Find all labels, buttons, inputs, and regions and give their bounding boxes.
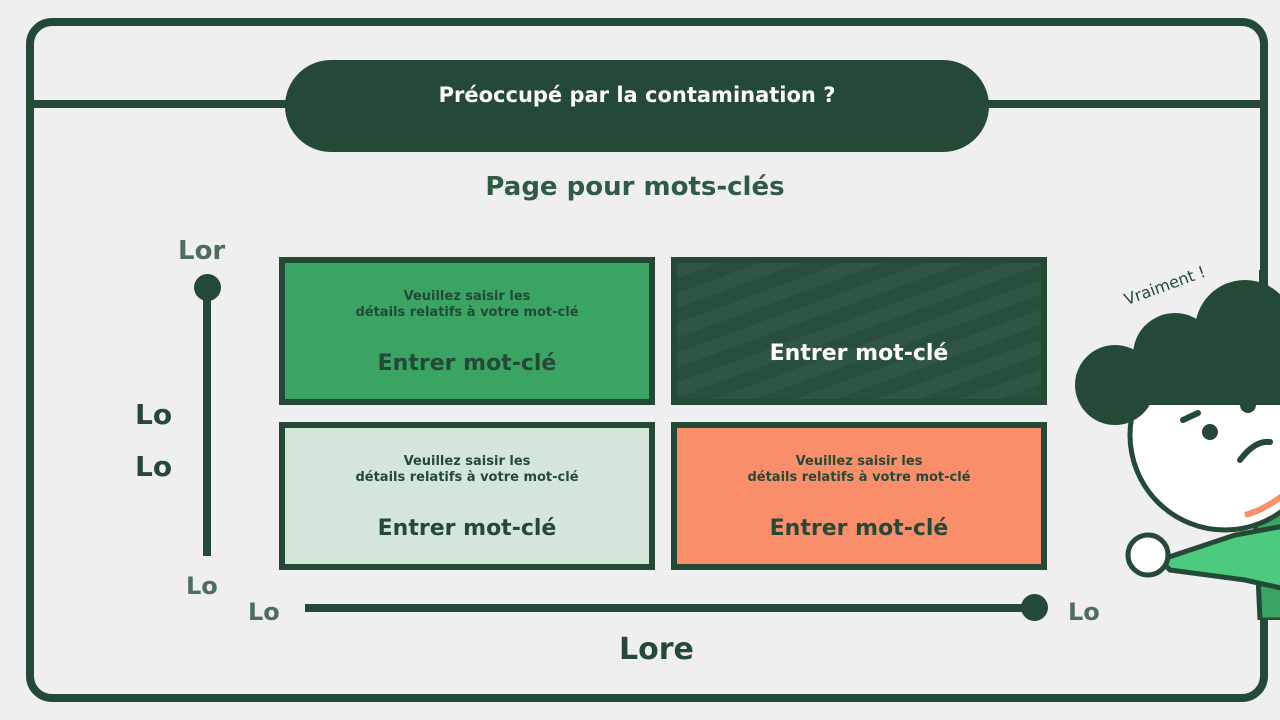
y-axis-top-label: Lor <box>178 236 226 266</box>
x-axis-title: Lore <box>619 632 694 667</box>
x-axis-end-dot <box>1021 594 1048 621</box>
y-axis-title-line2: Lo <box>135 450 173 483</box>
description-line: Veuillez saisir les <box>795 454 923 469</box>
description-line: Veuillez saisir les <box>403 454 531 469</box>
quadrant-label: Entrer mot-clé <box>377 351 557 376</box>
page-subtitle: Page pour mots-clés <box>485 172 785 202</box>
x-axis-right-label: Lo <box>1068 598 1100 626</box>
x-axis-left-label: Lo <box>248 598 280 626</box>
quadrant-label: Entrer mot-clé <box>769 341 949 366</box>
worried-character-illustration <box>1075 270 1280 620</box>
quadrant-label: Entrer mot-clé <box>377 516 557 541</box>
quadrant-top-right: Entrer mot-clé <box>671 257 1047 405</box>
description-line: détails relatifs à votre mot-clé <box>747 470 971 485</box>
quadrant-label: Entrer mot-clé <box>769 516 949 541</box>
y-axis-title-line1: Lo <box>135 398 173 431</box>
x-axis-line <box>305 604 1035 612</box>
y-axis-line <box>203 290 211 556</box>
header-title: Préoccupé par la contamination ? <box>285 60 989 152</box>
y-axis-bottom-label: Lo <box>186 572 218 600</box>
description-line: détails relatifs à votre mot-clé <box>355 470 579 485</box>
description-line: Veuillez saisir les <box>403 289 531 304</box>
description-line: détails relatifs à votre mot-clé <box>355 305 579 320</box>
